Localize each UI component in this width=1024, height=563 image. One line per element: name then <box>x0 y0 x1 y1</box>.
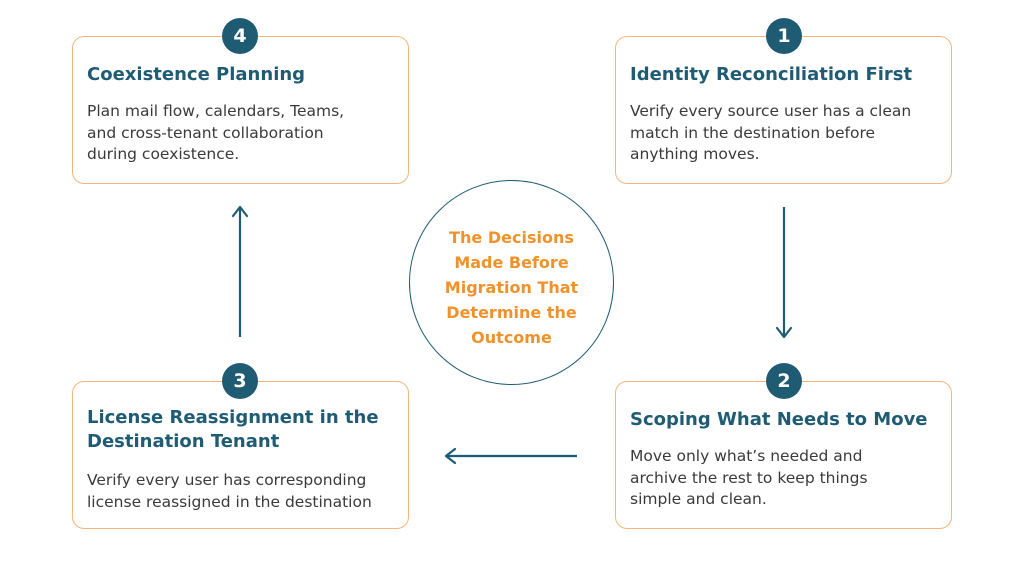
step-description-line: license reassigned in the destination <box>87 492 372 511</box>
step-description-line: Move only what’s needed and <box>630 447 863 465</box>
center-line: Outcome <box>471 328 552 347</box>
center-circle: The Decisions Made Before Migration That… <box>409 180 614 385</box>
step-description-line: Verify every user has corresponding <box>87 471 367 489</box>
step-description-line: anything moves. <box>630 145 760 163</box>
step-description-line: during coexistence. <box>87 145 240 163</box>
step-title-line: Coexistence Planning <box>87 64 306 85</box>
step-title: Scoping What Needs to Move <box>630 408 943 432</box>
center-title: The Decisions Made Before Migration That… <box>428 225 595 350</box>
center-line: The Decisions <box>449 228 574 247</box>
center-line: Made Before <box>454 253 569 272</box>
center-line: Determine the <box>446 303 577 322</box>
step-card-2: Scoping What Needs to Move Move only wha… <box>615 381 952 529</box>
step-description: Verify every source user has a clean mat… <box>630 101 945 166</box>
step-description-line: Verify every source user has a clean <box>630 102 912 120</box>
step-description-line: Plan mail flow, calendars, Teams, <box>87 102 345 120</box>
step-description-line: match in the destination before <box>630 123 876 142</box>
step-title: Identity Reconciliation First <box>630 63 943 87</box>
step-card-3: License Reassignment in the Destination … <box>72 381 409 529</box>
step-number-badge-3: 3 <box>222 363 258 399</box>
step-description-line: archive the rest to keep things <box>630 468 868 487</box>
step-title-line: License Reassignment in the <box>87 407 379 428</box>
arrow-up-icon <box>231 205 249 337</box>
step-title-line: Destination Tenant <box>87 431 280 452</box>
step-description: Move only what’s needed and archive the … <box>630 446 945 511</box>
step-title-line: Scoping What Needs to Move <box>630 409 928 430</box>
step-title-line: Identity Reconciliation First <box>630 64 913 85</box>
step-number-badge-4: 4 <box>222 18 258 54</box>
step-description-line: and cross-tenant collaboration <box>87 123 324 142</box>
center-line: Migration That <box>444 278 579 297</box>
step-number-badge-2: 2 <box>766 363 802 399</box>
step-description: Plan mail flow, calendars, Teams, and cr… <box>87 101 402 166</box>
step-title: License Reassignment in the Destination … <box>87 406 400 454</box>
step-card-4: Coexistence Planning Plan mail flow, cal… <box>72 36 409 184</box>
arrow-left-icon <box>444 447 577 465</box>
step-card-1: Identity Reconciliation First Verify eve… <box>615 36 952 184</box>
step-title: Coexistence Planning <box>87 63 400 87</box>
step-number-badge-1: 1 <box>766 18 802 54</box>
step-description-line: simple and clean. <box>630 490 767 508</box>
arrow-down-icon <box>775 207 793 339</box>
step-description: Verify every user has corresponding lice… <box>87 470 402 513</box>
